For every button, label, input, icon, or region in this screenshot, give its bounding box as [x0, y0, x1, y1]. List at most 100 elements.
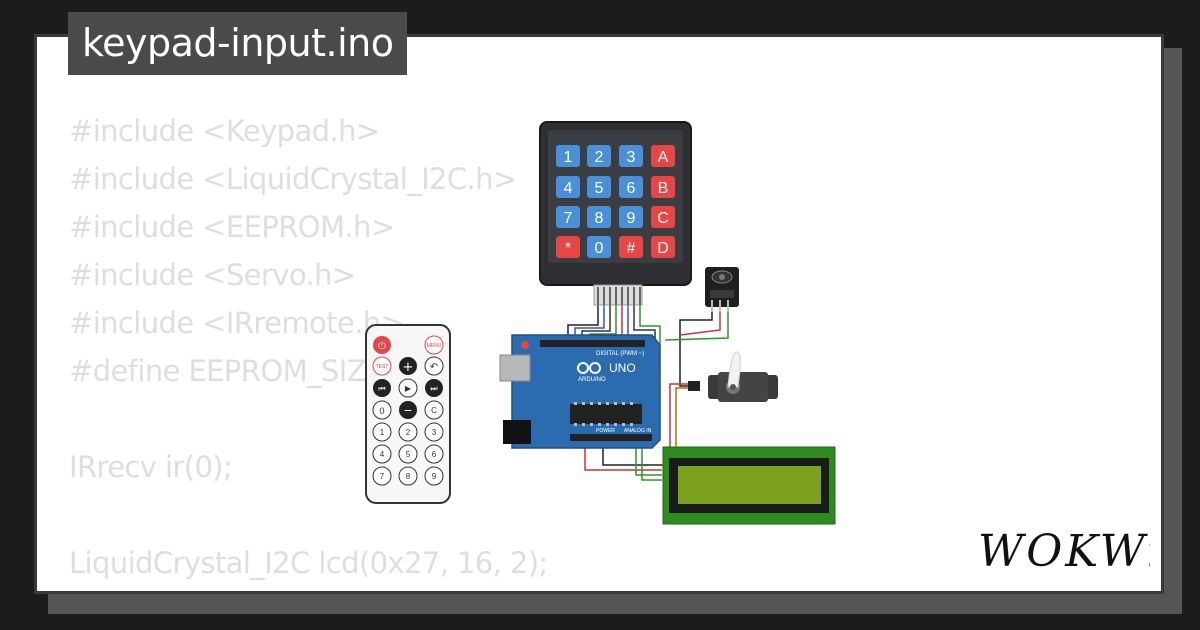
key-1[interactable]: [556, 145, 580, 167]
key-label: 3: [627, 149, 636, 166]
key-label: 7: [564, 210, 573, 227]
ir-remote[interactable]: ⏻ MENU TEST + ↶ ⏮ ▶ ⏭ 0 − C 1 2 3 4 5: [365, 324, 451, 504]
arduino-uno-board[interactable]: DIGITAL (PWM ~) UNO ARDUINO POWER ANALOG…: [499, 334, 661, 449]
digit-button[interactable]: [398, 444, 418, 464]
lcd-display[interactable]: [662, 446, 836, 525]
code-preview: #include <Keypad.h> #include <LiquidCryst…: [69, 107, 548, 587]
atmega-chip: [570, 404, 642, 424]
servo-motor[interactable]: [688, 351, 778, 402]
test-label: TEST: [376, 364, 389, 370]
key-3[interactable]: [619, 145, 643, 167]
digit-button[interactable]: [372, 466, 392, 486]
analog-label: ANALOG IN: [624, 428, 652, 434]
digit-button[interactable]: [424, 466, 444, 486]
key-label: 8: [595, 210, 604, 227]
key-hash[interactable]: [619, 236, 643, 258]
key-label: *: [565, 240, 571, 257]
prev-button[interactable]: [373, 379, 391, 397]
play-icon: ▶: [405, 384, 412, 393]
key-6[interactable]: [619, 176, 643, 198]
usb-port: [499, 354, 531, 382]
plus-label: +: [403, 360, 414, 375]
code-line: #include <LiquidCrystal_I2C.h>: [69, 162, 517, 196]
arduino-logo: [577, 362, 601, 374]
play-button[interactable]: [398, 378, 418, 398]
code-line: IRrecv ir(0);: [69, 450, 233, 484]
test-button[interactable]: [372, 356, 392, 376]
zero-button[interactable]: [372, 400, 392, 420]
key-d[interactable]: [651, 236, 675, 258]
clear-label: C: [431, 406, 437, 415]
key-label: 2: [595, 149, 604, 166]
key-star[interactable]: [556, 236, 580, 258]
ir-receiver[interactable]: [705, 267, 739, 312]
menu-label: MENU: [427, 343, 442, 349]
code-line: #include <EEPROM.h>: [69, 210, 395, 244]
plus-button[interactable]: [399, 357, 417, 375]
minus-button[interactable]: [399, 401, 417, 419]
key-2[interactable]: [587, 145, 611, 167]
digital-label: DIGITAL (PWM ~): [596, 351, 644, 357]
key-b[interactable]: [651, 176, 675, 198]
wokwi-logo-text: WOKWi: [978, 526, 1150, 577]
project-title: keypad-input.ino: [68, 12, 408, 75]
digit-button[interactable]: [372, 422, 392, 442]
back-button[interactable]: [424, 356, 444, 376]
back-icon: ↶: [430, 362, 438, 373]
digit-label: 1: [380, 428, 385, 437]
key-label: D: [657, 240, 669, 257]
menu-button[interactable]: [424, 335, 444, 355]
membrane-keypad[interactable]: 1 2 3 A 4 5 6 B 7 8 9 C * 0 # D: [539, 121, 692, 306]
minus-label: −: [403, 404, 412, 417]
clear-button[interactable]: [424, 400, 444, 420]
key-9[interactable]: [619, 206, 643, 228]
brand-label: ARDUINO: [578, 377, 606, 383]
servo-horn: [727, 351, 741, 388]
key-label: 1: [564, 149, 573, 166]
key-label: 6: [627, 180, 636, 197]
digit-label: 6: [432, 450, 437, 459]
digital-header: [540, 340, 645, 347]
key-label: 4: [564, 180, 573, 197]
power-jack: [503, 420, 531, 444]
key-8[interactable]: [587, 206, 611, 228]
power-analog-header: [570, 434, 652, 441]
digit-label: 5: [406, 450, 411, 459]
key-label: 5: [595, 180, 604, 197]
power-button[interactable]: [373, 336, 391, 354]
reset-button[interactable]: [521, 341, 529, 349]
key-label: #: [627, 240, 636, 257]
digit-label: 4: [380, 450, 385, 459]
key-4[interactable]: [556, 176, 580, 198]
code-line: #define EEPROM_SIZE: [69, 354, 384, 388]
digit-label: 2: [406, 428, 411, 437]
digit-buttons: [372, 422, 444, 486]
prev-icon: ⏮: [378, 384, 385, 393]
key-7[interactable]: [556, 206, 580, 228]
code-line: #include <Servo.h>: [69, 258, 356, 292]
digit-button[interactable]: [424, 422, 444, 442]
digit-button[interactable]: [372, 444, 392, 464]
digit-button[interactable]: [398, 422, 418, 442]
model-label: UNO: [609, 361, 636, 375]
keypad-keys: [556, 145, 675, 258]
key-label: C: [657, 210, 669, 227]
key-5[interactable]: [587, 176, 611, 198]
digit-label: 8: [406, 472, 411, 481]
keypad-labels: 1 2 3 A 4 5 6 B 7 8 9 C * 0 # D: [564, 149, 669, 257]
digit-button[interactable]: [424, 444, 444, 464]
key-0[interactable]: [587, 236, 611, 258]
power-label: POWER: [596, 428, 615, 434]
next-button[interactable]: [425, 379, 443, 397]
digit-label: 9: [432, 472, 437, 481]
code-line: #include <Keypad.h>: [69, 114, 380, 148]
digit-labels: 1 2 3 4 5 6 7 8 9: [380, 428, 437, 481]
power-icon: ⏻: [378, 341, 386, 352]
key-a[interactable]: [651, 145, 675, 167]
digit-button[interactable]: [398, 466, 418, 486]
key-c[interactable]: [651, 206, 675, 228]
keypad-connector: [593, 284, 643, 306]
zero-label: 0: [379, 406, 384, 416]
key-label: 9: [627, 210, 636, 227]
